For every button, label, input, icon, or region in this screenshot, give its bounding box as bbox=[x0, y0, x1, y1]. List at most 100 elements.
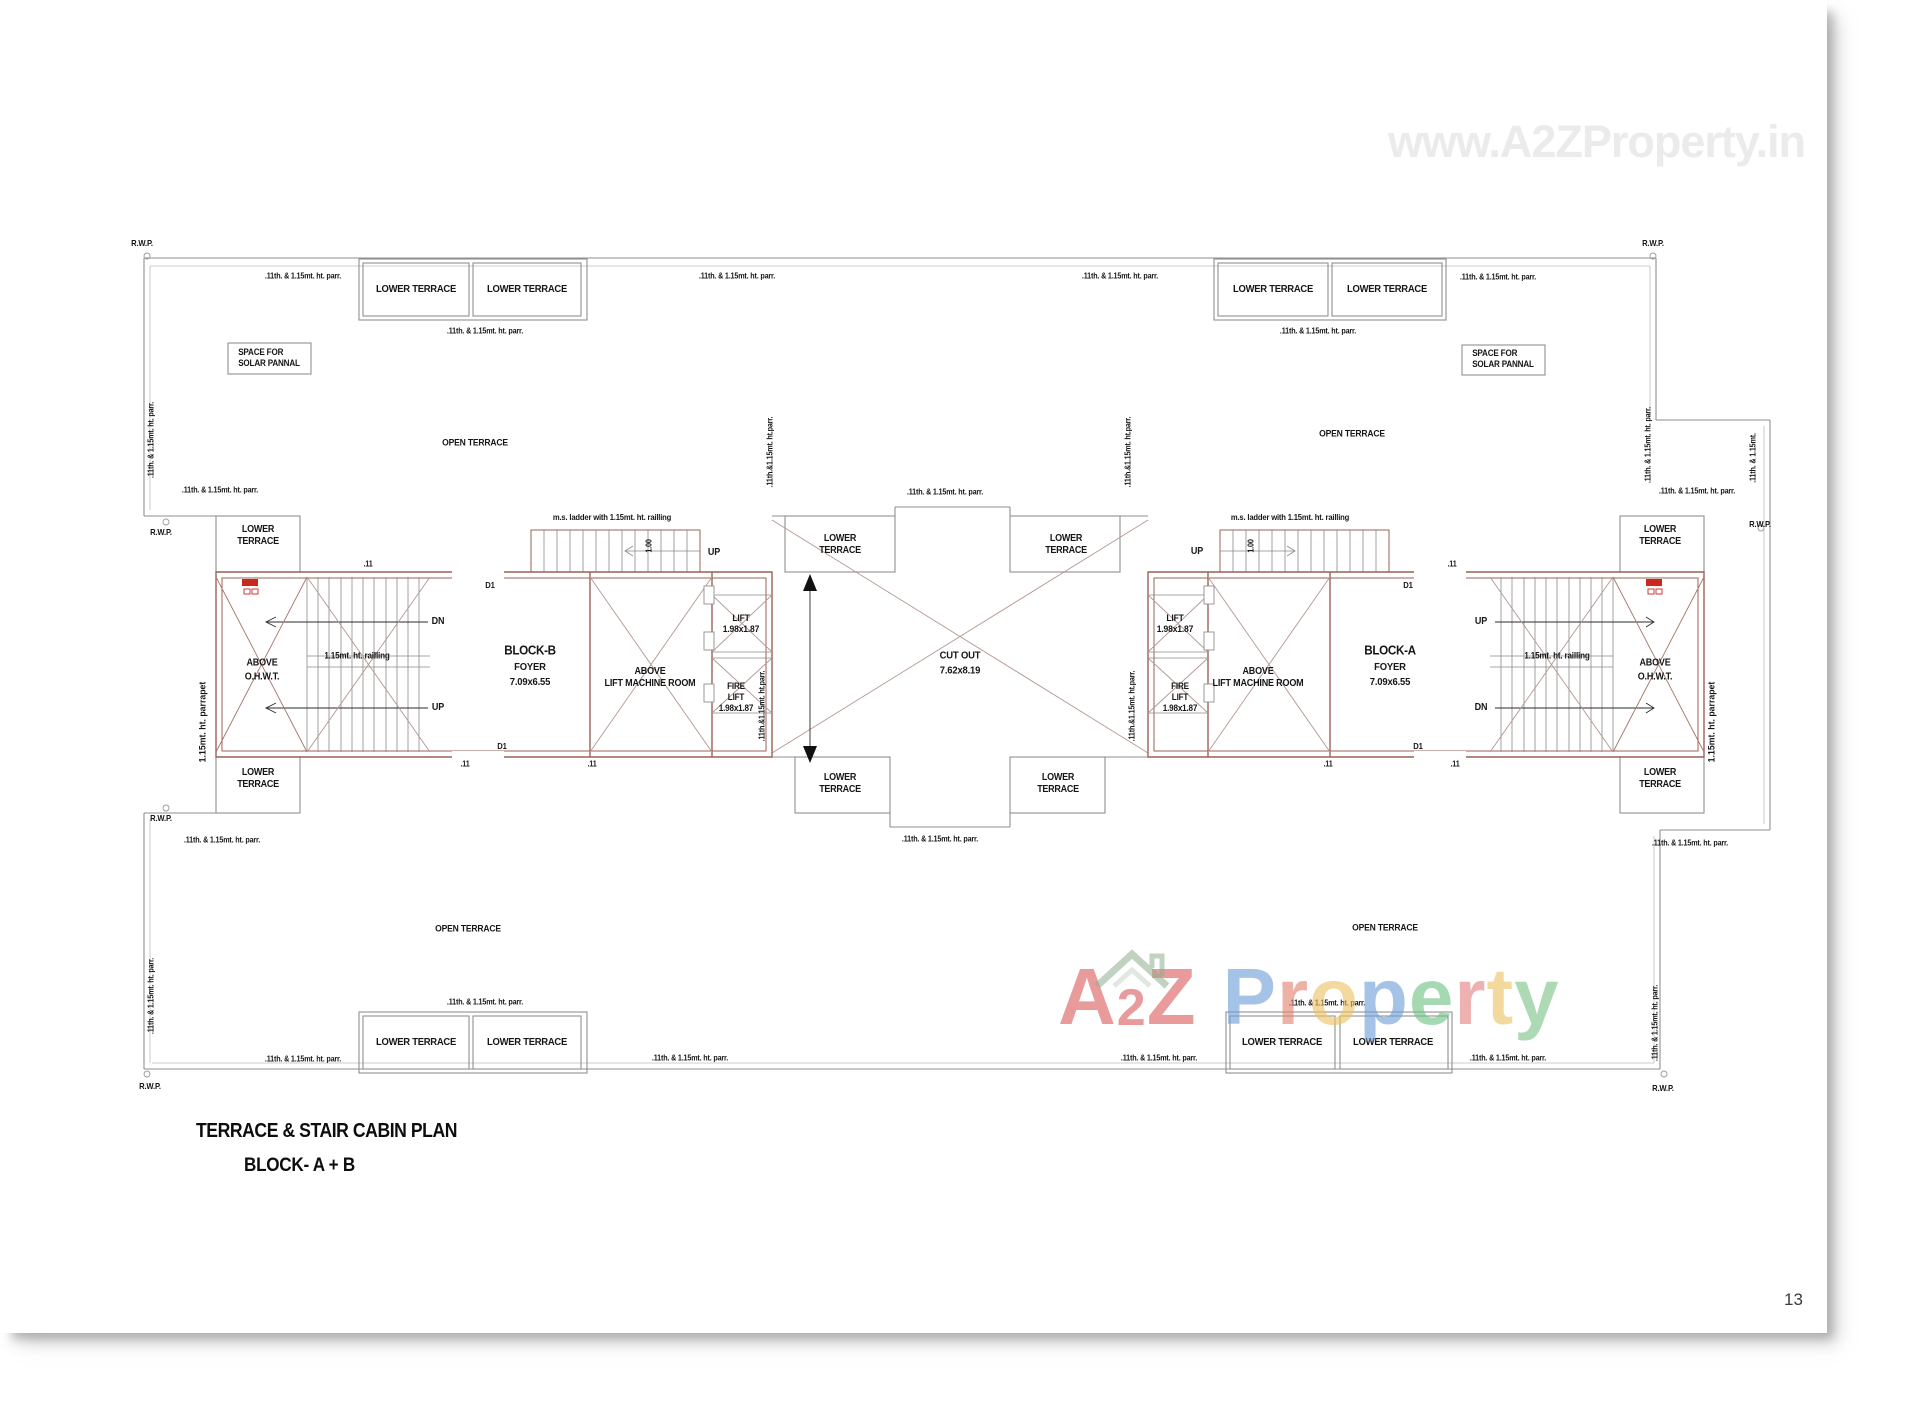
title-block: TERRACE & STAIR CABIN PLAN BLOCK- A + B bbox=[196, 1120, 493, 1177]
room-label-lift: LIFT 1.98x1.87 bbox=[1156, 612, 1194, 635]
dim-label-parr: .11th. & 1.15mt. ht. parr. bbox=[183, 835, 261, 845]
note-label-ladder: m.s. ladder with 1.15mt. ht. railling bbox=[1230, 511, 1350, 522]
room-label-ohwt: ABOVE O.H.W.T. bbox=[244, 657, 280, 683]
dim-label-parr: .11th. & 1.15mt. ht. parr. bbox=[1279, 326, 1357, 336]
dim-label-11: .11 bbox=[460, 759, 470, 769]
stair-label-up: UP bbox=[1190, 546, 1204, 558]
dim-label-foyer-size: 7.09x6.55 bbox=[509, 675, 551, 688]
dim-label-11: .11 bbox=[1450, 759, 1460, 769]
rwp-label: R.W.P. bbox=[150, 812, 172, 823]
dim-label-parr-vertical: .11th.&1.15mt. ht.parr. bbox=[757, 670, 767, 742]
dim-label-foyer-size: 7.09x6.55 bbox=[1369, 675, 1411, 688]
dim-label-parr: .11th. & 1.15mt. ht. parr. bbox=[446, 326, 524, 336]
rwp-label: R.W.P. bbox=[1652, 1082, 1674, 1093]
room-label-lower-terrace: LOWER TERRACE bbox=[487, 282, 567, 295]
note-label-railing: 1.15mt. ht. railling bbox=[324, 650, 390, 661]
room-label-lower-terrace: LOWER TERRACE bbox=[1347, 282, 1427, 295]
rwp-label: R.W.P. bbox=[131, 237, 153, 248]
stair-label-up: UP bbox=[707, 547, 721, 559]
room-label-lower-terrace: LOWER TERRACE bbox=[819, 533, 861, 556]
dim-label-parr: .11th. & 1.15mt. ht. parr. bbox=[446, 997, 524, 1007]
room-label-block-a: BLOCK-A bbox=[1364, 642, 1416, 658]
note-label-railing: 1.15mt. ht. railling bbox=[1524, 650, 1590, 661]
room-label-open-terrace: OPEN TERRACE bbox=[1319, 428, 1385, 440]
dim-label-parr: .11th. & 1.15mt. ht. parr. bbox=[901, 834, 979, 844]
room-label-lower-terrace: LOWER TERRACE bbox=[1242, 1035, 1322, 1048]
room-label-lift-machine-room: ABOVE LIFT MACHINE ROOM bbox=[604, 666, 696, 689]
drawing-title: TERRACE & STAIR CABIN PLAN bbox=[196, 1120, 458, 1142]
door-label-d1: D1 bbox=[1403, 579, 1413, 590]
room-label-lower-terrace: LOWER TERRACE bbox=[1639, 767, 1681, 790]
dim-label-parr: .11th. & 1.15mt. ht. parr. bbox=[698, 271, 776, 281]
room-label-fire-lift: FIRE LIFT 1.98x1.87 bbox=[718, 680, 754, 713]
room-label-lower-terrace: LOWER TERRACE bbox=[376, 282, 456, 295]
watermark-letter: r bbox=[1454, 952, 1487, 1042]
drawing-subtitle: BLOCK- A + B bbox=[244, 1155, 355, 1176]
dim-label-parr-vertical: .11th. & 1.15mt. ht. parr. bbox=[1643, 406, 1653, 484]
parapet-label-vertical: 1.15mt. ht. parrapet bbox=[1706, 681, 1718, 763]
watermark-roof-icon bbox=[1094, 949, 1170, 989]
stair-label-up: UP bbox=[431, 702, 445, 714]
room-label-fire-lift: FIRE LIFT 1.98x1.87 bbox=[1162, 680, 1198, 713]
dim-label-parr-vertical: .11th.&1.15mt. ht.parr. bbox=[765, 416, 775, 488]
room-label-lift: LIFT 1.98x1.87 bbox=[722, 612, 760, 635]
dim-label-parr: .11th. & 1.15mt. ht. parr. bbox=[651, 1053, 729, 1063]
dim-label-parr: .11th. & 1.15mt. ht. parr. bbox=[264, 1054, 342, 1064]
dim-label-11: .11 bbox=[1323, 759, 1333, 769]
dim-label-parr-vertical: .11th. & 1.15mt. ht. parr. bbox=[146, 401, 156, 479]
room-label-foyer: FOYER bbox=[514, 660, 546, 673]
watermark-letter: P bbox=[1222, 952, 1277, 1042]
watermark-letter: t bbox=[1486, 952, 1515, 1042]
room-label-lower-terrace: LOWER TERRACE bbox=[1233, 282, 1313, 295]
drawing-sheet bbox=[0, 0, 1827, 1333]
room-label-foyer: FOYER bbox=[1374, 660, 1406, 673]
dim-label-parr: .11th. & 1.15mt. ht. parr. bbox=[1469, 1053, 1547, 1063]
room-label-lift-machine-room: ABOVE LIFT MACHINE ROOM bbox=[1212, 666, 1304, 689]
dim-label-parr: .11th. & 1.15mt. ht. parr. bbox=[1651, 838, 1729, 848]
dim-label-parr: .11th. & 1.15mt. ht. parr. bbox=[1081, 271, 1159, 281]
dim-label-parr: .11th. & 1.15mt. ht. parr. bbox=[906, 487, 984, 497]
room-label-open-terrace: OPEN TERRACE bbox=[1352, 922, 1418, 934]
room-label-lower-terrace: LOWER TERRACE bbox=[1045, 533, 1087, 556]
room-label-lower-terrace: LOWER TERRACE bbox=[819, 772, 861, 795]
room-label-solar-panel: SPACE FOR SOLAR PANNAL bbox=[238, 346, 300, 368]
parapet-label-vertical: 1.15mt. ht. parrapet bbox=[197, 681, 209, 763]
room-label-lower-terrace: LOWER TERRACE bbox=[487, 1035, 567, 1048]
dim-label-parr: .11th. & 1.15mt. ht. parr. bbox=[1459, 272, 1537, 282]
room-label-cut-out: CUT OUT 7.62x8.19 bbox=[939, 649, 981, 676]
watermark-url: www.A2ZProperty.in bbox=[1388, 116, 1806, 167]
room-label-lower-terrace: LOWER TERRACE bbox=[1037, 772, 1079, 795]
room-label-lower-terrace: LOWER TERRACE bbox=[1639, 524, 1681, 547]
dim-label-parr: .11th. & 1.15mt. ht. parr. bbox=[1658, 486, 1736, 496]
dim-label-100: 1.00 bbox=[1246, 539, 1256, 553]
room-label-open-terrace: OPEN TERRACE bbox=[435, 923, 501, 935]
rwp-label: R.W.P. bbox=[1642, 237, 1664, 248]
watermark-letter: e bbox=[1408, 952, 1455, 1042]
watermark-letter: A bbox=[1058, 952, 1117, 1042]
dim-label-parr: .11th. & 1.15mt. ht. parr. bbox=[1120, 1053, 1198, 1063]
rwp-label: R.W.P. bbox=[1749, 518, 1771, 529]
stair-label-up: UP bbox=[1474, 616, 1488, 628]
dim-label-parr-vertical: .11th. & 1.15mt. ht. parr. bbox=[1650, 984, 1660, 1062]
dim-label-parr-vertical: .11th. & 1.15mt. bbox=[1748, 433, 1758, 483]
note-label-ladder: m.s. ladder with 1.15mt. ht. railling bbox=[552, 511, 672, 522]
stair-label-dn: DN bbox=[1474, 702, 1488, 714]
door-label-d1: D1 bbox=[1413, 740, 1423, 751]
watermark-letter: r bbox=[1276, 952, 1310, 1042]
dim-label-parr-vertical: .11th.&1.15mt. ht.parr. bbox=[1123, 416, 1133, 488]
dim-label-11: .11 bbox=[363, 559, 373, 569]
dim-label-parr-vertical: .11th. & 1.15mt. ht. parr. bbox=[146, 957, 156, 1035]
room-label-lower-terrace: LOWER TERRACE bbox=[1353, 1035, 1433, 1048]
page-number: 13 bbox=[1784, 1290, 1803, 1309]
dim-label-parr: .11th. & 1.15mt. ht. parr. bbox=[181, 485, 259, 495]
door-label-d1: D1 bbox=[485, 579, 495, 590]
dim-label-100: 1.00 bbox=[644, 539, 654, 553]
room-label-solar-panel: SPACE FOR SOLAR PANNAL bbox=[1472, 347, 1534, 369]
dim-label-parr-vertical: .11th.&1.15mt. ht.parr. bbox=[1127, 670, 1137, 742]
rwp-label: R.W.P. bbox=[139, 1080, 161, 1091]
room-label-lower-terrace: LOWER TERRACE bbox=[237, 524, 279, 547]
room-label-open-terrace: OPEN TERRACE bbox=[442, 437, 508, 449]
